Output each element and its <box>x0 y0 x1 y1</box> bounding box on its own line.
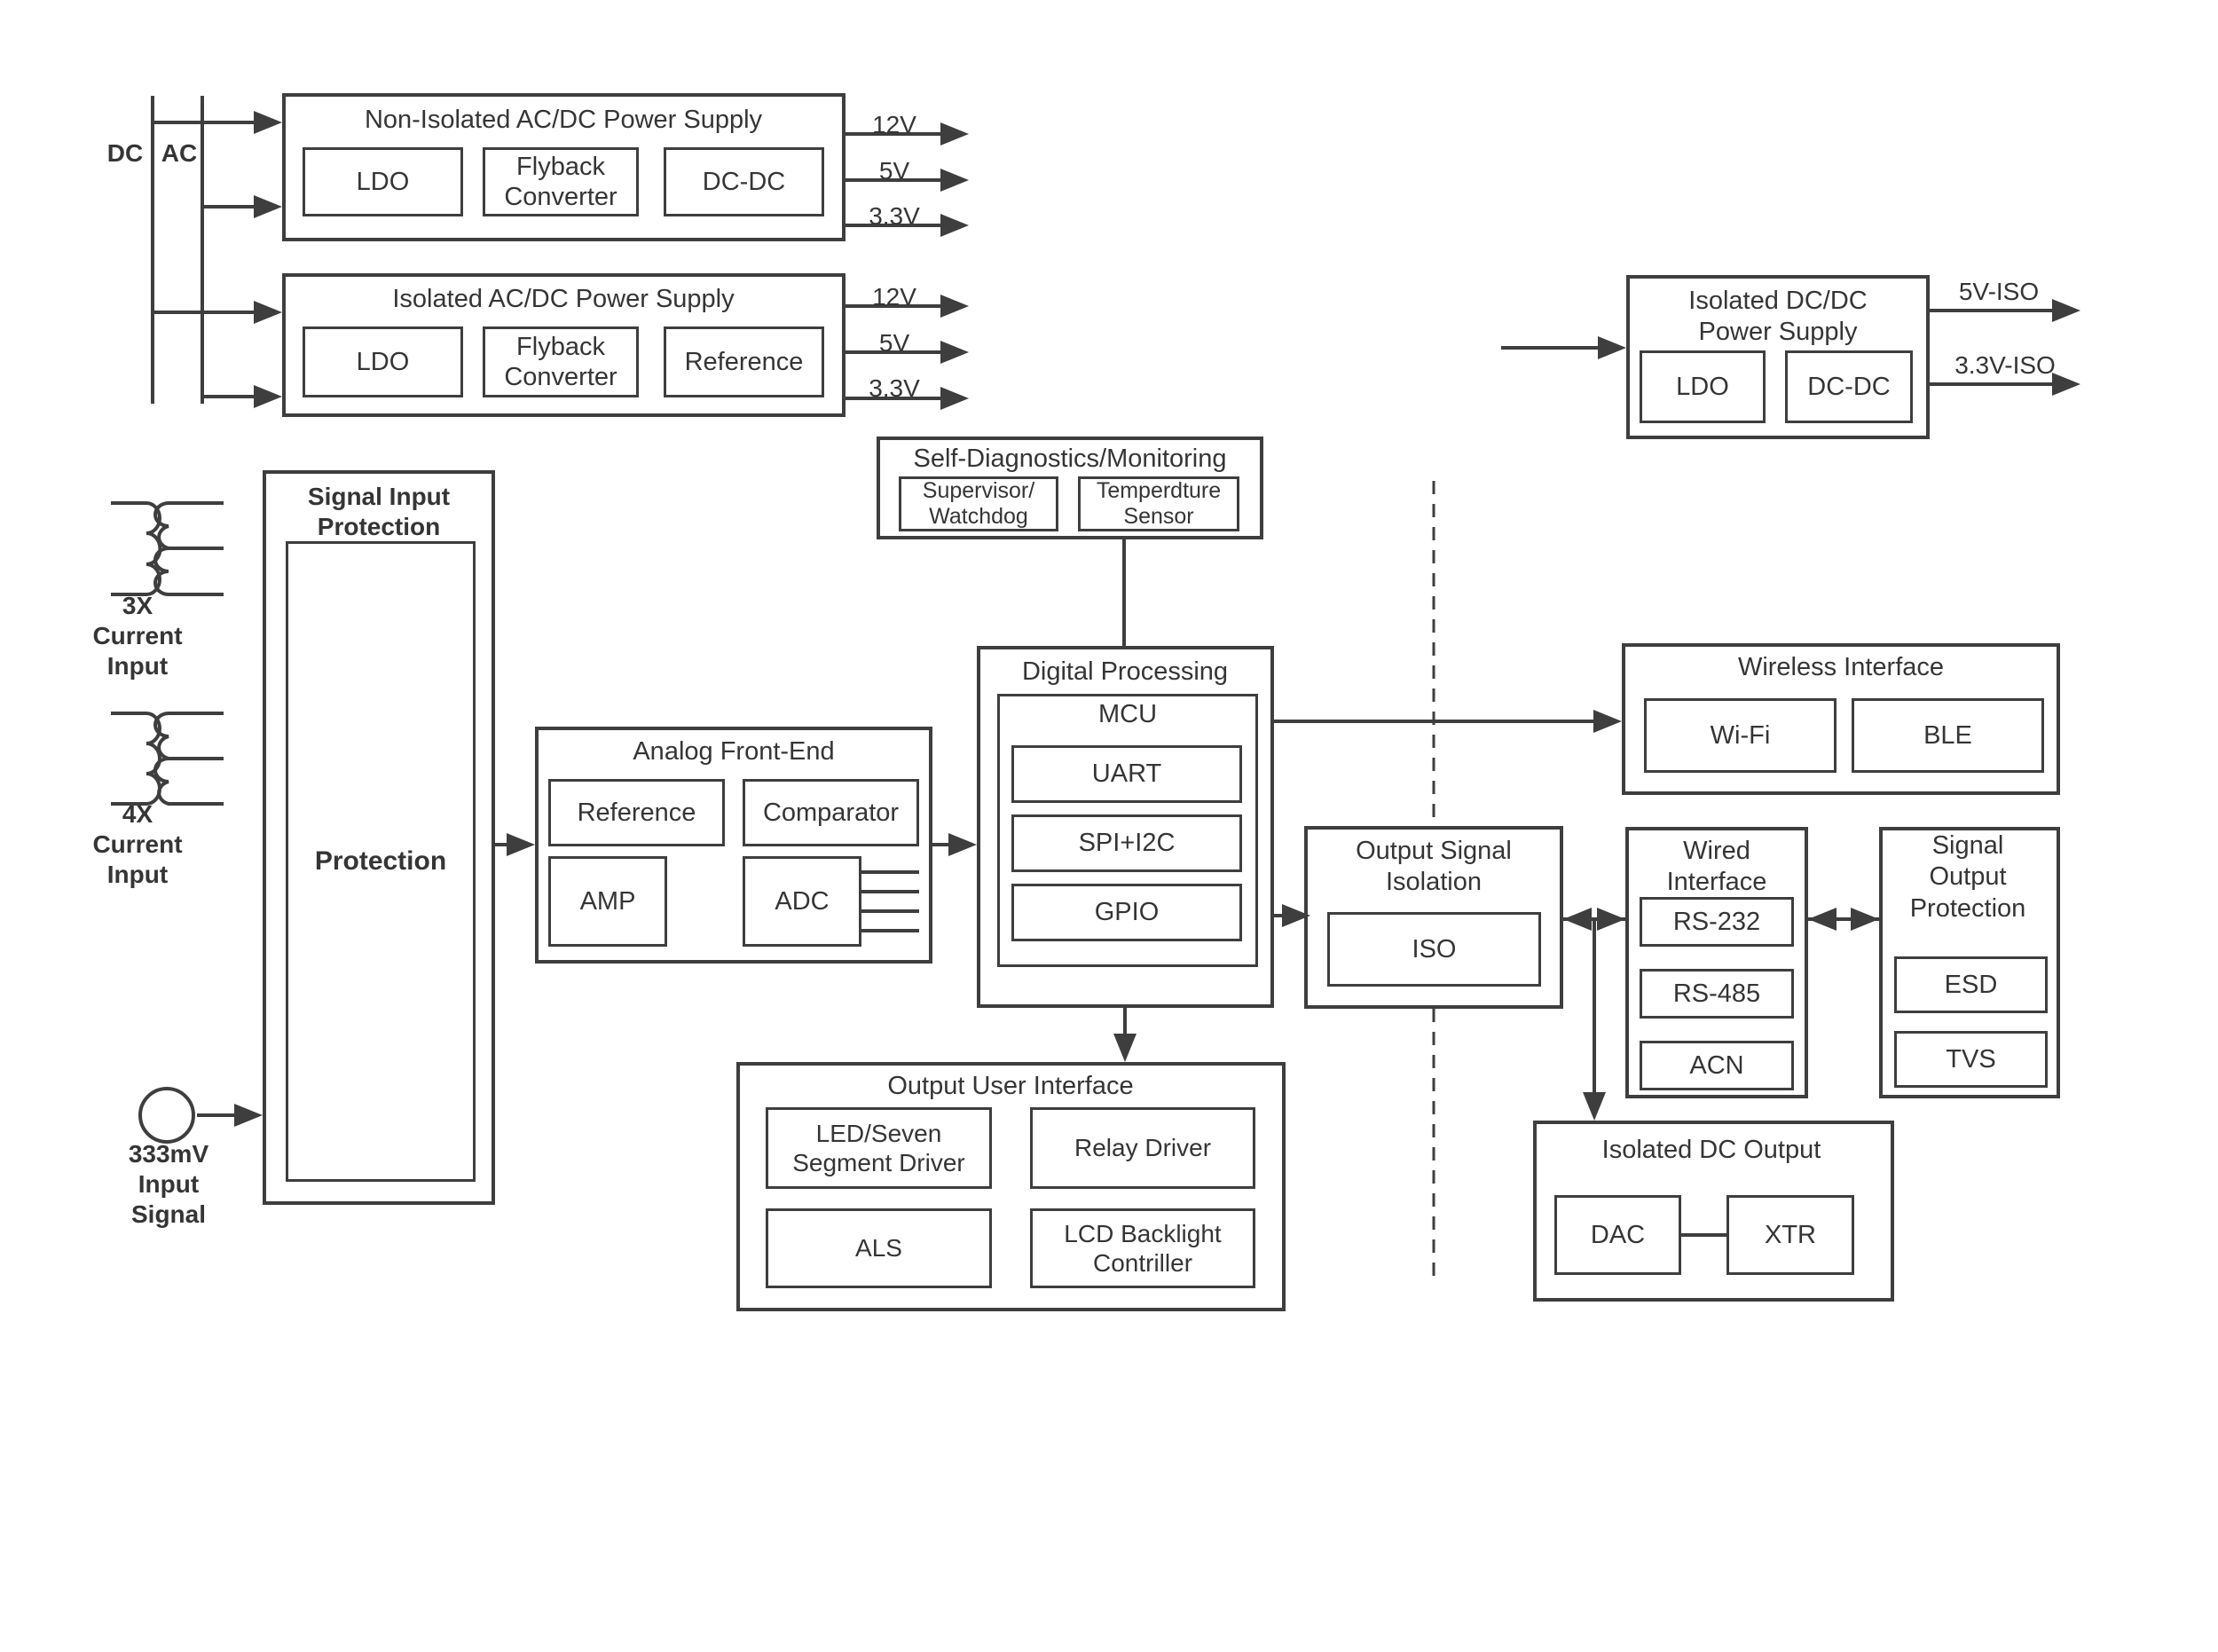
wired-interface-block <box>1625 827 1808 1098</box>
protection-block: Protection <box>286 541 476 1182</box>
acn-block: ACN <box>1640 1041 1794 1090</box>
output-user-interface-title: Output User Interface <box>887 1072 1134 1100</box>
rail-5v-label: 5V <box>878 329 910 357</box>
isolated-acdc-psu-block <box>282 273 846 417</box>
signal-output-protection-title: Signal Output Protection <box>1909 831 2026 923</box>
lcd-backlight-controller-block: LCD Backlight Contriller <box>1030 1208 1255 1288</box>
rail-3v3-iso-label: 3.3V-ISO <box>1955 351 2056 379</box>
led-seven-segment-driver-block: LED/Seven Segment Driver <box>766 1107 992 1189</box>
current-transformer-icon <box>111 712 224 806</box>
relay-driver-block: Relay Driver <box>1030 1107 1255 1189</box>
tvs-block: TVS <box>1894 1031 2048 1088</box>
wired-interface-title: Wired Interface <box>1666 837 1767 897</box>
rail-5v-label: 5V <box>878 157 910 185</box>
digital-processing-block <box>977 646 1274 1008</box>
ac-rail-label: AC <box>161 139 198 167</box>
signal-source-icon <box>138 1087 263 1144</box>
rail-5v-iso-label: 5V-ISO <box>1958 278 2040 305</box>
uart-block: UART <box>1011 745 1242 803</box>
current-input-4x-label: 4X Current Input <box>92 800 183 889</box>
power-rail-lines <box>151 96 282 408</box>
spi-i2c-block: SPI+I2C <box>1011 814 1242 872</box>
ldo-block: LDO <box>303 326 463 397</box>
signal-chain-arrows <box>495 833 977 932</box>
dcdc-psu-arrows <box>1501 299 2080 396</box>
flyback-converter-block: Flyback Converter <box>483 147 639 216</box>
gpio-block: GPIO <box>1011 884 1242 941</box>
mcu-block <box>997 694 1258 967</box>
iso-block: ISO <box>1327 912 1541 987</box>
isolated-dcdc-psu-block <box>1626 275 1930 439</box>
isolated-acdc-psu-title: Isolated AC/DC Power Supply <box>392 285 735 313</box>
output-user-interface-block <box>736 1062 1286 1311</box>
rail-3v3-label: 3.3V <box>869 374 920 402</box>
esd-block: ESD <box>1894 956 2048 1013</box>
mcu-label: MCU <box>1097 700 1158 728</box>
isolated-dc-output-block <box>1533 1121 1894 1302</box>
non-isolated-acdc-psu-block <box>282 93 846 241</box>
comparator-block: Comparator <box>743 779 919 846</box>
dc-dc-block: DC-DC <box>1785 350 1913 423</box>
reference-block: Reference <box>664 326 824 397</box>
current-transformer-icon <box>111 501 224 596</box>
rail-12v-label: 12V <box>872 283 916 311</box>
adc-block: ADC <box>743 856 861 947</box>
wireless-interface-block <box>1622 643 2060 795</box>
self-diagnostics-title: Self-Diagnostics/Monitoring <box>913 444 1227 473</box>
psu-output-arrows <box>846 122 969 410</box>
analog-front-end-title: Analog Front-End <box>633 737 835 766</box>
isolated-dc-output-title: Isolated DC Output <box>1601 1136 1821 1164</box>
amp-block: AMP <box>548 856 667 947</box>
ldo-block: LDO <box>303 147 463 216</box>
temperature-sensor-block: Temperdture Sensor <box>1078 476 1239 531</box>
signal-output-protection-block <box>1879 827 2060 1098</box>
rail-12v-label: 12V <box>872 111 916 138</box>
ldo-block: LDO <box>1640 350 1766 423</box>
dc-rail-label: DC <box>106 139 144 167</box>
rs232-block: RS-232 <box>1640 897 1794 947</box>
wifi-block: Wi-Fi <box>1644 698 1837 773</box>
non-isolated-acdc-psu-title: Non-Isolated AC/DC Power Supply <box>364 106 763 134</box>
self-diagnostics-block <box>877 437 1263 539</box>
flyback-converter-block: Flyback Converter <box>483 326 639 397</box>
current-input-3x-label: 3X Current Input <box>92 592 183 680</box>
als-block: ALS <box>766 1208 992 1288</box>
signal-input-protection-title: Signal Input Protection <box>307 483 451 541</box>
analog-front-end-block <box>535 727 932 964</box>
wireless-interface-title: Wireless Interface <box>1737 653 1945 681</box>
supervisor-watchdog-block: Supervisor/ Watchdog <box>899 476 1058 531</box>
output-signal-isolation-block <box>1304 826 1563 1009</box>
digital-processing-title: Digital Processing <box>1021 657 1229 686</box>
rail-3v3-label: 3.3V <box>869 202 920 230</box>
isolated-dcdc-psu-title: Isolated DC/DC Power Supply <box>1688 287 1868 347</box>
ble-block: BLE <box>1852 698 2044 773</box>
input-signal-333mv-label: 333mV Input Signal <box>128 1140 209 1229</box>
rs485-block: RS-485 <box>1640 969 1794 1019</box>
dac-block: DAC <box>1554 1195 1681 1275</box>
dc-dc-block: DC-DC <box>664 147 824 216</box>
reference-block: Reference <box>548 779 725 846</box>
isolation-io-arrows <box>1563 908 1879 1121</box>
output-signal-isolation-title: Output Signal Isolation <box>1356 837 1512 897</box>
signal-input-protection-block <box>263 470 495 1205</box>
xtr-block: XTR <box>1726 1195 1854 1275</box>
